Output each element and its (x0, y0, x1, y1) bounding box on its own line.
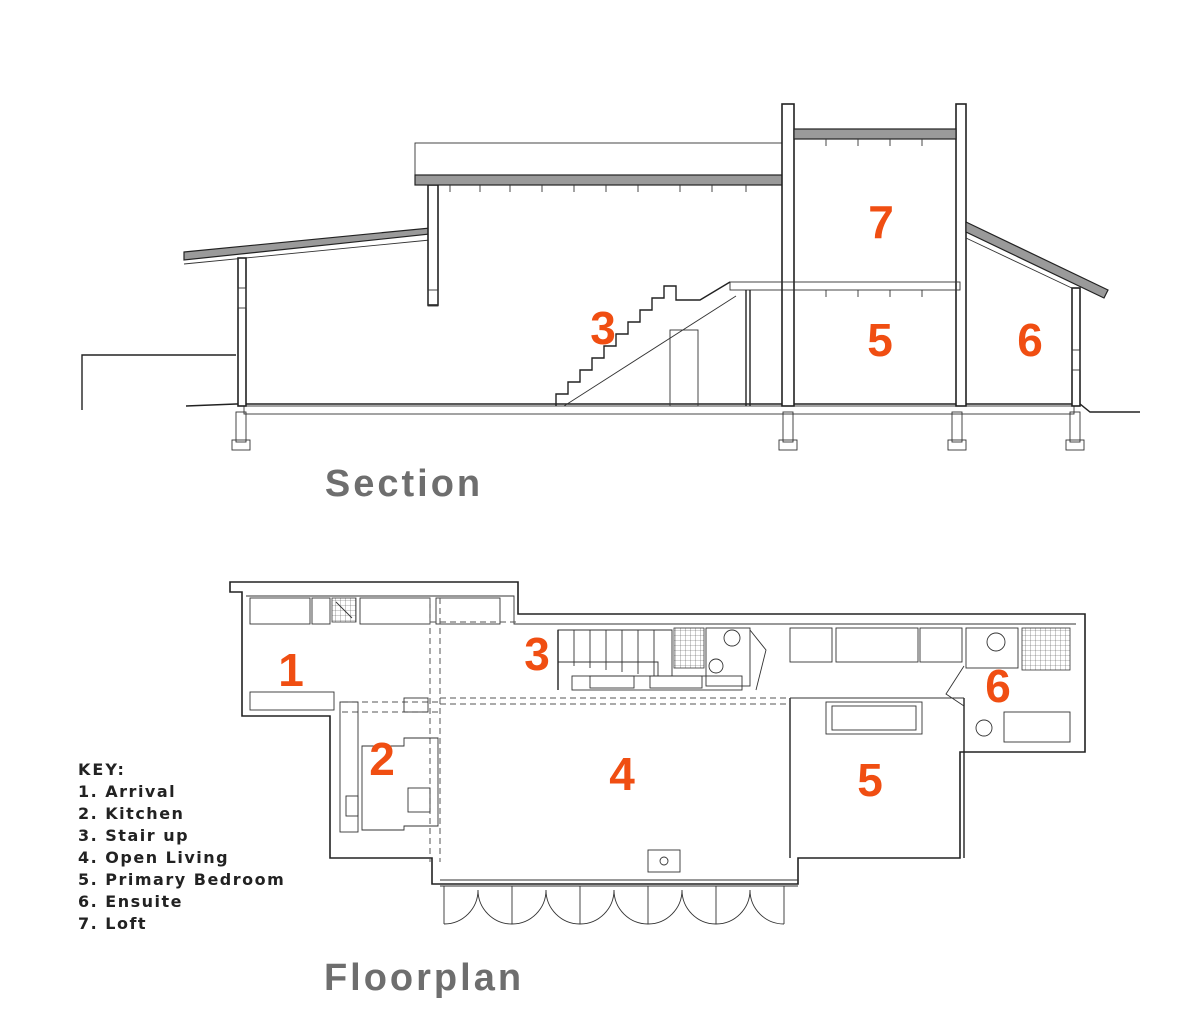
key-title: KEY: (78, 760, 126, 779)
plan-label-4: 4 (609, 748, 635, 800)
key-item-6: 6. Ensuite (78, 892, 183, 911)
plan-label-6: 6 (985, 660, 1011, 712)
plan-label-5: 5 (857, 754, 883, 806)
key-item-2: 2. Kitchen (78, 804, 184, 823)
key-item-4: 4. Open Living (78, 848, 229, 867)
key-legend: KEY: 1. Arrival 2. Kitchen 3. Stair up 4… (78, 760, 285, 933)
plan-label-2: 2 (369, 733, 395, 785)
key-item-5: 5. Primary Bedroom (78, 870, 285, 889)
plan-label-3: 3 (524, 628, 550, 680)
section-label-7: 7 (868, 196, 894, 248)
folding-doors (443, 886, 785, 925)
loft-floor-joists (825, 290, 923, 297)
plan-label-1: 1 (278, 644, 304, 696)
section-label-3: 3 (590, 302, 616, 354)
section-drawing (81, 103, 1140, 451)
floorplan-drawing (229, 581, 1086, 925)
key-item-3: 3. Stair up (78, 826, 189, 845)
loft-roof-joists (825, 139, 923, 146)
mid-roof-joists (449, 185, 747, 192)
floorplan-title: Floorplan (324, 957, 524, 999)
section-title: Section (325, 463, 483, 505)
section-label-6: 6 (1017, 314, 1043, 366)
section-label-5: 5 (867, 314, 893, 366)
key-item-1: 1. Arrival (78, 782, 176, 801)
key-item-7: 7. Loft (78, 914, 147, 933)
